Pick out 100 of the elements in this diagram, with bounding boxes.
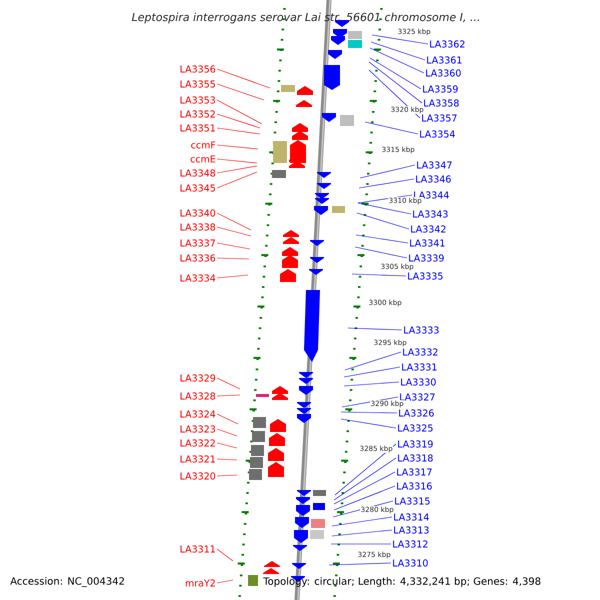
gene-label: LA3332	[403, 348, 438, 356]
gene-label: LA3357	[422, 114, 457, 122]
leader-line	[328, 562, 392, 566]
info-text: Accession: NC_004342	[10, 577, 124, 587]
gene-label: LA3358	[424, 99, 459, 107]
leader-line	[216, 172, 258, 188]
gene-label: LA3356	[180, 65, 216, 73]
gene-label: LA3317	[397, 468, 432, 476]
gene-label: LA3333	[404, 326, 439, 334]
leader-line	[216, 258, 250, 260]
leader-line	[334, 458, 396, 500]
gene-label: LA3355	[180, 80, 215, 88]
info-text: Topology: circular; Length: 4,332,241 bp; Genes: 4,398	[263, 577, 540, 587]
gene-label: LA3310	[393, 559, 428, 567]
gene-label: ccmE	[190, 155, 216, 163]
gene-label: LA3319	[398, 440, 433, 448]
leader-line	[372, 34, 428, 44]
gene-label: LA3346	[416, 175, 451, 183]
leader-line	[356, 234, 408, 244]
leader-line	[216, 458, 238, 460]
gene-label: LA3354	[420, 130, 455, 138]
leader-line	[216, 242, 250, 250]
leader-line	[344, 352, 402, 370]
leader-line	[356, 212, 410, 230]
gene-label: LA3341	[410, 239, 444, 247]
leader-line	[216, 474, 238, 476]
gene-label: LA3342	[411, 225, 446, 233]
gene-label: mraY2	[186, 579, 215, 587]
gene-label: LA3311	[180, 545, 215, 553]
leader-line	[370, 48, 424, 74]
leader-line	[216, 414, 238, 424]
leader-line	[216, 212, 252, 230]
leader-line	[216, 68, 270, 88]
gene-label: LA3345	[180, 184, 215, 192]
leader-line	[360, 164, 416, 178]
gene-label: LA3359	[423, 85, 458, 93]
leader-line	[332, 516, 392, 526]
gene-label: LA3336	[180, 254, 216, 262]
gene-label: LA3315	[395, 497, 430, 505]
gene-label: LA3361	[427, 56, 462, 64]
gene-label: LA3320	[180, 472, 216, 480]
gene-label: LA3340	[180, 209, 216, 217]
gene-label: LA3362	[430, 40, 464, 48]
gene-label: LA3334	[180, 274, 216, 282]
gene-label: LA3312	[393, 540, 428, 548]
leader-line	[332, 530, 392, 536]
leader-line	[216, 128, 260, 134]
leader-line	[352, 274, 406, 276]
gene-label: LA3322	[180, 439, 215, 447]
leader-line	[340, 412, 398, 414]
gene-label: LA3339	[409, 254, 444, 262]
leader-line	[216, 442, 238, 448]
leader-line	[216, 100, 262, 124]
gene-label: LA3330	[401, 378, 436, 386]
gene-label: LA3316	[397, 482, 432, 490]
leader-line	[216, 144, 258, 150]
leader-line	[368, 62, 422, 104]
gene-label: LA3352	[180, 110, 215, 118]
leader-line	[216, 114, 260, 128]
gene-label: LA3335	[408, 272, 443, 280]
gene-label: LA3324	[180, 410, 216, 418]
leader-line	[370, 42, 426, 60]
leader-line	[216, 428, 238, 436]
gene-label: LA3329	[180, 374, 216, 382]
leader-line	[216, 580, 234, 584]
gene-label: LA3360	[426, 69, 461, 77]
gene-label: LA3327	[400, 393, 435, 401]
leader-line	[334, 472, 396, 504]
gene-label: LA3318	[398, 454, 433, 462]
gene-label: LA3347	[417, 161, 452, 169]
gene-label: LA3328	[180, 392, 216, 400]
leader-line	[340, 418, 396, 428]
leader-line	[344, 382, 400, 386]
gene-label: LA3313	[394, 526, 429, 534]
gene-label: LA3321	[180, 455, 215, 463]
gene-label: LA3348	[180, 169, 216, 177]
leader-line	[216, 394, 240, 396]
leader-line	[334, 444, 396, 496]
gene-label: LA3326	[399, 409, 434, 417]
gene-label: LA3337	[180, 239, 215, 247]
gene-label: LA3343	[413, 210, 448, 218]
gene-label: LA3314	[394, 513, 429, 521]
gene-label: LA3338	[180, 223, 216, 231]
leader-line	[216, 84, 264, 100]
leader-line	[370, 58, 422, 90]
gene-label: ccmF	[191, 141, 216, 149]
leader-line	[348, 328, 402, 330]
gene-label: LA3351	[180, 124, 215, 132]
leader-line	[216, 158, 258, 164]
leader-line	[216, 378, 240, 390]
leader-line	[364, 122, 418, 134]
leader-line	[354, 246, 408, 258]
gene-label: LA3323	[180, 425, 216, 433]
title: Leptospira interrogans serovar Lai str. 56601 chromosome I, ...	[132, 12, 479, 24]
gene-label: LA3353	[180, 96, 216, 104]
leader-line	[358, 202, 412, 214]
leader-line	[216, 274, 248, 278]
leader-line	[358, 178, 414, 188]
gene-label: LA3331	[402, 363, 436, 371]
leader-line	[216, 166, 258, 174]
